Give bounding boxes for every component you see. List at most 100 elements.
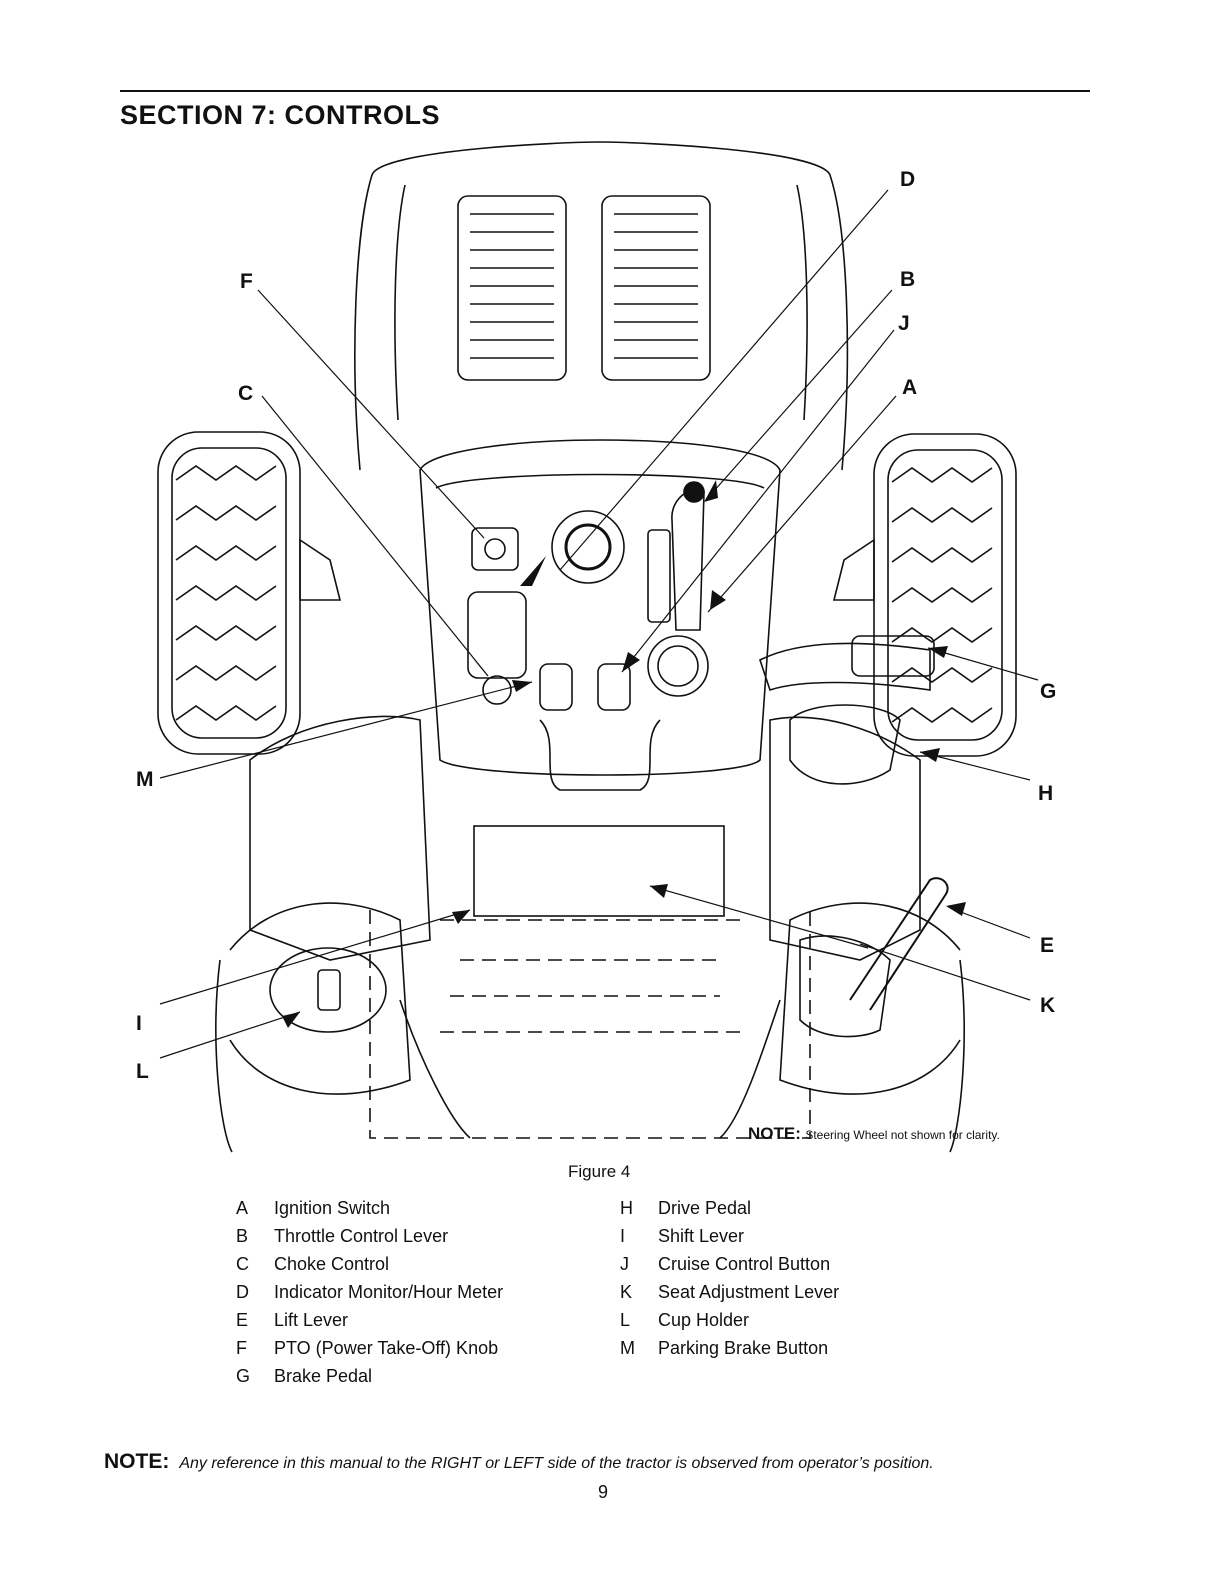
hood-vent-left — [457, 195, 567, 381]
callout-e: E — [1040, 934, 1054, 957]
callout-c: C — [238, 382, 253, 405]
choke-knob — [564, 523, 612, 571]
legend-item: L Cup Holder — [620, 1310, 839, 1338]
callout-l: L — [136, 1060, 149, 1083]
hood-line-right — [796, 184, 808, 421]
legend-right: H Drive Pedal I Shift Lever J Cruise Contro… — [620, 1198, 839, 1366]
ignition-switch — [482, 675, 512, 705]
dash-console — [419, 439, 781, 776]
callout-b: B — [900, 268, 915, 291]
legend-key: A — [236, 1198, 249, 1218]
bottom-note-label: NOTE: — [104, 1450, 170, 1473]
seat-outline-dashed — [369, 910, 811, 1139]
hood-outline — [354, 141, 849, 471]
figure-note-label: NOTE: — [748, 1124, 801, 1143]
pto-knob — [471, 527, 519, 571]
ignition-panel — [467, 591, 527, 679]
lift-lever — [849, 877, 949, 1011]
seat-sides — [399, 999, 781, 1139]
drive-pedal — [789, 704, 901, 785]
dash-brow — [435, 473, 765, 489]
legend-label: Indicator Monitor/Hour Meter — [274, 1282, 504, 1302]
legend-key: M — [620, 1338, 635, 1358]
steering-column-base — [539, 719, 661, 791]
right-front-wheel — [873, 433, 1017, 757]
legend-item: D Indicator Monitor/Hour Meter — [236, 1282, 503, 1310]
legend-item: I Shift Lever — [620, 1226, 839, 1254]
callout-j: J — [898, 312, 910, 335]
callout-f: F — [240, 270, 253, 293]
callout-arrowheads — [282, 480, 966, 1028]
legend-label: Throttle Control Lever — [274, 1226, 449, 1246]
callout-h: H — [1038, 782, 1053, 805]
rear-fenders — [215, 959, 965, 1153]
indicator-monitor — [647, 635, 709, 697]
battery-box — [473, 825, 725, 917]
parking-brake-button — [539, 663, 573, 711]
choke-knob-ring — [551, 510, 625, 584]
legend-item: F PTO (Power Take-Off) Knob — [236, 1338, 503, 1366]
figure-note: NOTE: Steering Wheel not shown for clari… — [748, 1124, 1000, 1144]
throttle-lever — [671, 489, 705, 631]
figure-note-text: Steering Wheel not shown for clarity. — [805, 1128, 1000, 1142]
legend-key: K — [620, 1282, 633, 1302]
right-axle-bracket — [832, 538, 875, 601]
legend-item: K Seat Adjustment Lever — [620, 1282, 839, 1310]
legend-label: Parking Brake Button — [658, 1338, 829, 1358]
legend-item: C Choke Control — [236, 1254, 503, 1282]
legend-item: E Lift Lever — [236, 1310, 503, 1338]
callout-m: M — [136, 768, 154, 791]
legend-label: Brake Pedal — [274, 1366, 373, 1386]
hour-meter — [647, 529, 671, 623]
legend-label: Cup Holder — [658, 1310, 750, 1330]
legend-key: H — [620, 1198, 633, 1218]
legend-item: J Cruise Control Button — [620, 1254, 839, 1282]
legend-label: Choke Control — [274, 1254, 390, 1274]
left-front-wheel — [157, 431, 301, 755]
callout-leaders — [159, 189, 1039, 1059]
legend-key: F — [236, 1338, 247, 1358]
hood-vent-right — [601, 195, 711, 381]
section-rule — [120, 90, 1090, 92]
callout-g: G — [1040, 680, 1056, 703]
callout-a: A — [902, 376, 917, 399]
right-foot-deck — [769, 716, 921, 961]
legend-key: G — [236, 1366, 251, 1386]
figure-caption: Figure 4 — [568, 1162, 631, 1181]
legend-key: E — [236, 1310, 249, 1330]
legend-item: M Parking Brake Button — [620, 1338, 839, 1366]
legend-item: H Drive Pedal — [620, 1198, 839, 1226]
bottom-note: NOTE: Any reference in this manual to the… — [104, 1450, 934, 1474]
callout-d: D — [900, 168, 915, 191]
hood-line-left — [394, 184, 406, 421]
section-title: SECTION 7: CONTROLS — [120, 100, 441, 130]
shift-lever-housing — [799, 935, 891, 1038]
legend-label: Shift Lever — [658, 1226, 745, 1246]
right-fender-top — [779, 902, 961, 1095]
legend-label: Drive Pedal — [658, 1198, 752, 1218]
left-foot-deck — [249, 715, 431, 961]
legend-item: A Ignition Switch — [236, 1198, 503, 1226]
legend-label: PTO (Power Take-Off) Knob — [274, 1338, 499, 1358]
left-fender-top — [229, 902, 411, 1095]
legend-key: J — [620, 1254, 629, 1274]
brake-pedal — [759, 642, 931, 692]
legend-label: Lift Lever — [274, 1310, 349, 1330]
legend-key: D — [236, 1282, 249, 1302]
legend-label: Ignition Switch — [274, 1198, 391, 1218]
legend-key: I — [620, 1226, 626, 1246]
left-axle-bracket — [299, 538, 342, 601]
page-number: 9 — [598, 1482, 609, 1502]
legend-key: L — [620, 1310, 631, 1330]
callout-k: K — [1040, 994, 1055, 1017]
callout-i: I — [136, 1012, 142, 1035]
cup-holder — [269, 947, 387, 1033]
cruise-control-button — [597, 663, 631, 711]
legend-label: Cruise Control Button — [658, 1254, 831, 1274]
legend-key: C — [236, 1254, 249, 1274]
legend-label: Seat Adjustment Lever — [658, 1282, 840, 1302]
bottom-note-text: Any reference in this manual to the RIGH… — [179, 1455, 934, 1472]
legend-item: G Brake Pedal — [236, 1366, 503, 1394]
